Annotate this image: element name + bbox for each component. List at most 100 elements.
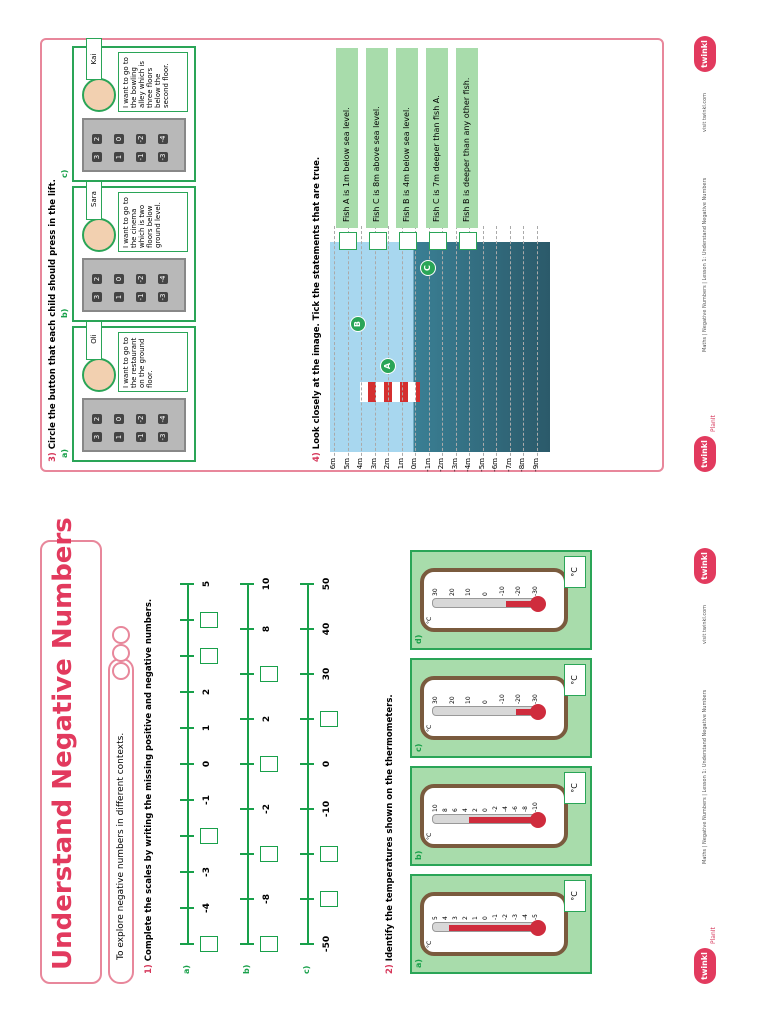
scale-label: 0: [202, 760, 212, 768]
depth-gridline: [347, 226, 350, 466]
lift-button[interactable]: -4: [158, 134, 168, 144]
sub-question-label: d): [414, 634, 423, 644]
lift-button[interactable]: 0: [114, 414, 124, 424]
answer-box[interactable]: [200, 612, 218, 628]
temperature-answer-box[interactable]: °C: [564, 664, 586, 696]
question-4: 4) Look closely at the image. Tick the s…: [312, 157, 322, 462]
thermometer-tick-label: 10: [432, 804, 439, 812]
answer-box[interactable]: [320, 846, 338, 862]
lift-button[interactable]: 2: [92, 274, 102, 284]
scale-tick: [240, 763, 254, 765]
temperature-answer-box[interactable]: °C: [564, 880, 586, 912]
lift-button[interactable]: -4: [158, 274, 168, 284]
question-text: Circle the button that each child should…: [48, 179, 58, 450]
lift-button[interactable]: 3: [92, 432, 102, 442]
answer-box[interactable]: [200, 648, 218, 664]
answer-box[interactable]: [260, 756, 278, 772]
scale-label: -1: [202, 795, 212, 805]
scale-tick: [240, 718, 254, 720]
answer-box[interactable]: [200, 936, 218, 952]
depth-gridline: [509, 226, 512, 466]
lift-button[interactable]: -2: [136, 414, 146, 424]
lift-button[interactable]: 3: [92, 152, 102, 162]
scale-label: -4: [202, 903, 212, 913]
tick-box[interactable]: [459, 232, 477, 250]
lift-button[interactable]: 3: [92, 292, 102, 302]
lift-button[interactable]: -3: [158, 292, 168, 302]
tick-box[interactable]: [429, 232, 447, 250]
answer-box[interactable]: [260, 666, 278, 682]
scale-tick: [180, 583, 194, 585]
scale-tick: [240, 898, 254, 900]
lift-button[interactable]: 1: [114, 292, 124, 302]
statement: Fish B is deeper than any other fish.: [456, 48, 478, 228]
temperature-answer-box[interactable]: °C: [564, 556, 586, 588]
thermometer-tick-label: -20: [515, 586, 523, 596]
lift-button[interactable]: -1: [136, 152, 146, 162]
thermometer-bulb: [530, 704, 546, 720]
thermometer-tick-label: 6: [452, 808, 459, 812]
depth-label: -9m: [531, 458, 540, 472]
speech-bubble: I want to go to the cinema which is two …: [118, 192, 188, 252]
answer-box[interactable]: [260, 936, 278, 952]
scale-tick: [240, 673, 254, 675]
lift-button[interactable]: -4: [158, 414, 168, 424]
lift-button[interactable]: 1: [114, 432, 124, 442]
site-link[interactable]: visit twinkl.com: [702, 604, 708, 644]
lift-button[interactable]: 1: [114, 152, 124, 162]
depth-label: -8m: [518, 458, 526, 472]
sub-question-label: a): [414, 958, 423, 968]
scale-tick: [180, 727, 194, 729]
scale-tick: [180, 799, 194, 801]
lift-button[interactable]: -3: [158, 432, 168, 442]
scale-label: -8: [262, 894, 272, 904]
scale-tick: [240, 853, 254, 855]
thermometer-tick-label: 0: [482, 916, 489, 920]
lift-button[interactable]: 2: [92, 134, 102, 144]
tick-box[interactable]: [339, 232, 357, 250]
answer-box[interactable]: [320, 711, 338, 727]
lift-button[interactable]: 0: [114, 274, 124, 284]
temperature-answer-box[interactable]: °C: [564, 772, 586, 804]
answer-box[interactable]: [200, 828, 218, 844]
site-link[interactable]: visit twinkl.com: [702, 92, 708, 132]
child-name: Sara: [86, 178, 102, 220]
scale-tick: [240, 808, 254, 810]
tick-box[interactable]: [399, 232, 417, 250]
tick-box[interactable]: [369, 232, 387, 250]
lift-button[interactable]: -1: [136, 292, 146, 302]
thermometer-bulb: [530, 596, 546, 612]
twinkl-logo: twinkl: [694, 36, 716, 72]
sub-question-label: a): [60, 448, 69, 458]
lift-button[interactable]: -1: [136, 432, 146, 442]
ring-icon: [112, 626, 130, 644]
scale-label: 0: [322, 760, 332, 768]
question-number: 3): [48, 452, 58, 462]
thermometer-tick-label: -4: [522, 914, 529, 920]
footer: twinkl PlanIt Maths | Negative Numbers |…: [680, 544, 730, 984]
depth-label: -7m: [504, 458, 513, 472]
thermometer-tick-label: 4: [442, 916, 449, 920]
depth-gridline: [361, 226, 363, 466]
question-text: Complete the scales by writing the missi…: [144, 598, 154, 962]
answer-box[interactable]: [260, 846, 278, 862]
lift-button[interactable]: 0: [114, 134, 124, 144]
depth-label: 4m: [356, 458, 364, 470]
thermometer-tick-label: -10: [532, 802, 539, 812]
lift-button[interactable]: 2: [92, 414, 102, 424]
child-avatar: [82, 358, 116, 392]
thermometer-tick-label: 2: [472, 808, 479, 812]
thermometer-tick-label: 3: [452, 916, 459, 920]
lift-button[interactable]: -2: [136, 274, 146, 284]
answer-box[interactable]: [320, 891, 338, 907]
thermometer-tick-label: -30: [532, 694, 539, 704]
lift-button[interactable]: -2: [136, 134, 146, 144]
lift-button[interactable]: -3: [158, 152, 168, 162]
depth-label: 5m: [342, 458, 351, 470]
